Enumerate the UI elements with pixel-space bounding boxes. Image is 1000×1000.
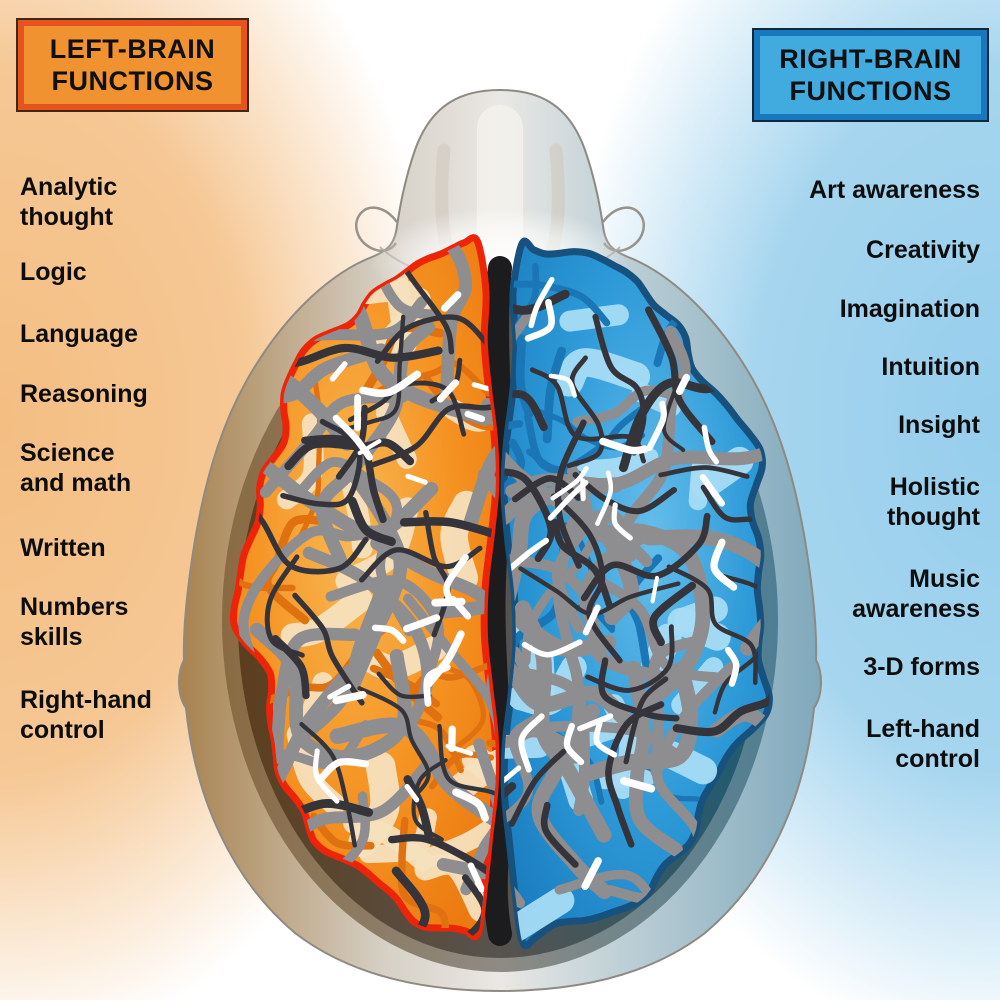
- right-function-item: Creativity: [866, 236, 980, 264]
- right-function-item: Holistic thought: [886, 473, 980, 531]
- right-function-item: Art awareness: [809, 176, 980, 204]
- right-function-item: Left-hand control: [866, 715, 980, 773]
- left-brain-header: LEFT-BRAIN FUNCTIONS: [16, 18, 249, 112]
- central-fissure: [481, 256, 513, 946]
- right-brain-header: RIGHT-BRAIN FUNCTIONS: [752, 28, 989, 122]
- right-function-item: Music awareness: [852, 565, 980, 623]
- left-function-item: Right-hand control: [20, 686, 152, 744]
- left-function-item: Analytic thought: [20, 173, 118, 231]
- right-function-item: 3-D forms: [863, 653, 980, 681]
- left-function-item: Written: [20, 534, 106, 562]
- left-function-item: Reasoning: [20, 380, 148, 408]
- left-function-item: Language: [20, 320, 139, 348]
- left-function-item: Science and math: [20, 439, 132, 497]
- left-function-item: Numbers skills: [20, 593, 129, 651]
- right-function-item: Intuition: [881, 353, 980, 381]
- left-function-item: Logic: [20, 258, 87, 286]
- right-function-item: Insight: [898, 411, 980, 439]
- right-function-item: Imagination: [839, 295, 980, 323]
